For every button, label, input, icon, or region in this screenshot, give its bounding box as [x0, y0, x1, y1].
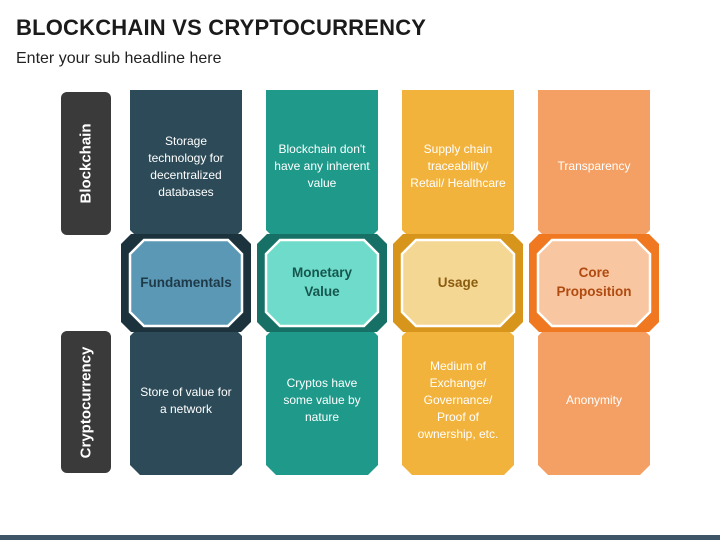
- column-monetary-value: Blockchain don't have any inherent value…: [257, 90, 387, 475]
- ribbon-bottom: [266, 326, 378, 475]
- column-fundamentals: Storage technology for decentralized dat…: [121, 90, 251, 475]
- blockchain-cell: Supply chain traceability/ Retail/ Healt…: [410, 142, 506, 190]
- ribbon-bottom: [538, 326, 650, 475]
- row-label-cryptocurrency-text: Cryptocurrency: [77, 346, 95, 458]
- center-label: Fundamentals: [140, 274, 232, 290]
- ribbon-top: [538, 90, 650, 240]
- cryptocurrency-cell: Store of value for a network: [140, 384, 232, 416]
- center-badge: [128, 238, 244, 328]
- column-shape: [121, 90, 251, 475]
- column-shape: [529, 90, 659, 475]
- column-core-proposition: Transparency Core Proposition Anonymity: [529, 90, 659, 475]
- footer-bar: [0, 535, 720, 540]
- blockchain-cell: Storage technology for decentralized dat…: [148, 133, 224, 199]
- blockchain-cell: Blockchain don't have any inherent value: [274, 142, 370, 190]
- center-badge: [536, 238, 652, 328]
- cryptocurrency-cell: Medium of Exchange/ Governance/ Proof of…: [417, 359, 499, 441]
- blockchain-cell: Transparency: [557, 159, 631, 173]
- center-label: Usage: [437, 274, 479, 290]
- column-shape: [257, 90, 387, 475]
- column-usage: Supply chain traceability/ Retail/ Healt…: [393, 90, 523, 475]
- cryptocurrency-cell: Cryptos have some value by nature: [283, 376, 361, 424]
- center-label: Monetary Value: [291, 265, 352, 299]
- ribbon-top: [266, 90, 378, 240]
- center-badge: [264, 238, 380, 328]
- column-shape: [393, 90, 523, 475]
- center-badge: [400, 238, 516, 328]
- row-label-cryptocurrency: Cryptocurrency: [61, 331, 111, 473]
- page-subtitle: Enter your sub headline here: [16, 50, 222, 67]
- ribbon-top: [130, 90, 242, 240]
- cryptocurrency-cell: Anonymity: [565, 393, 623, 407]
- row-label-blockchain-text: Blockchain: [77, 123, 95, 204]
- page-title: BLOCKCHAIN VS CRYPTOCURRENCY: [16, 15, 427, 40]
- ribbon-top: [402, 90, 514, 240]
- ribbon-bottom: [402, 326, 514, 475]
- center-label: Core Proposition: [556, 265, 632, 299]
- ribbon-bottom: [130, 326, 242, 475]
- row-label-blockchain: Blockchain: [61, 92, 111, 235]
